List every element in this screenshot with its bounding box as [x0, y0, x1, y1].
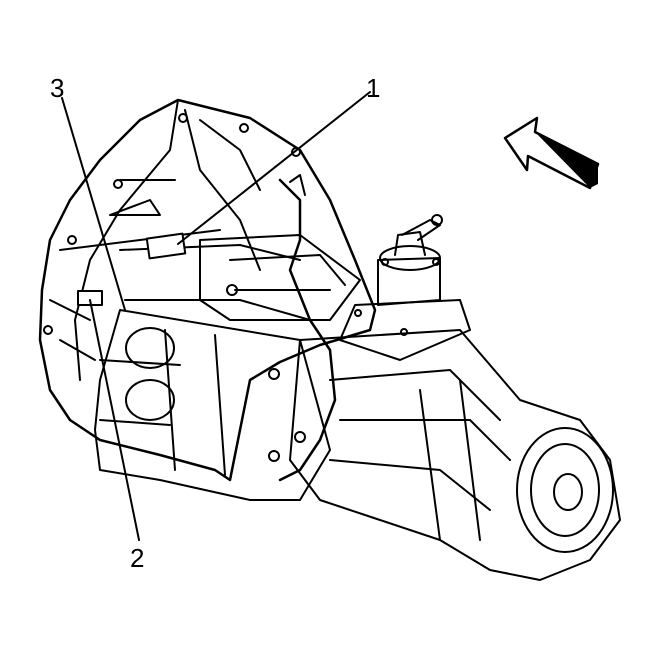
arrow-icon: [503, 116, 600, 190]
leader-line-1: [177, 91, 371, 245]
callout-3: 3: [50, 73, 65, 103]
callout-1: 1: [366, 73, 381, 103]
callout-2: 2: [130, 543, 145, 573]
id-label-2: [77, 290, 103, 306]
leader-line-3: [61, 97, 126, 311]
id-label-1: [145, 232, 187, 260]
transmission-housing: [38, 98, 621, 581]
leader-line-2: [89, 299, 140, 541]
